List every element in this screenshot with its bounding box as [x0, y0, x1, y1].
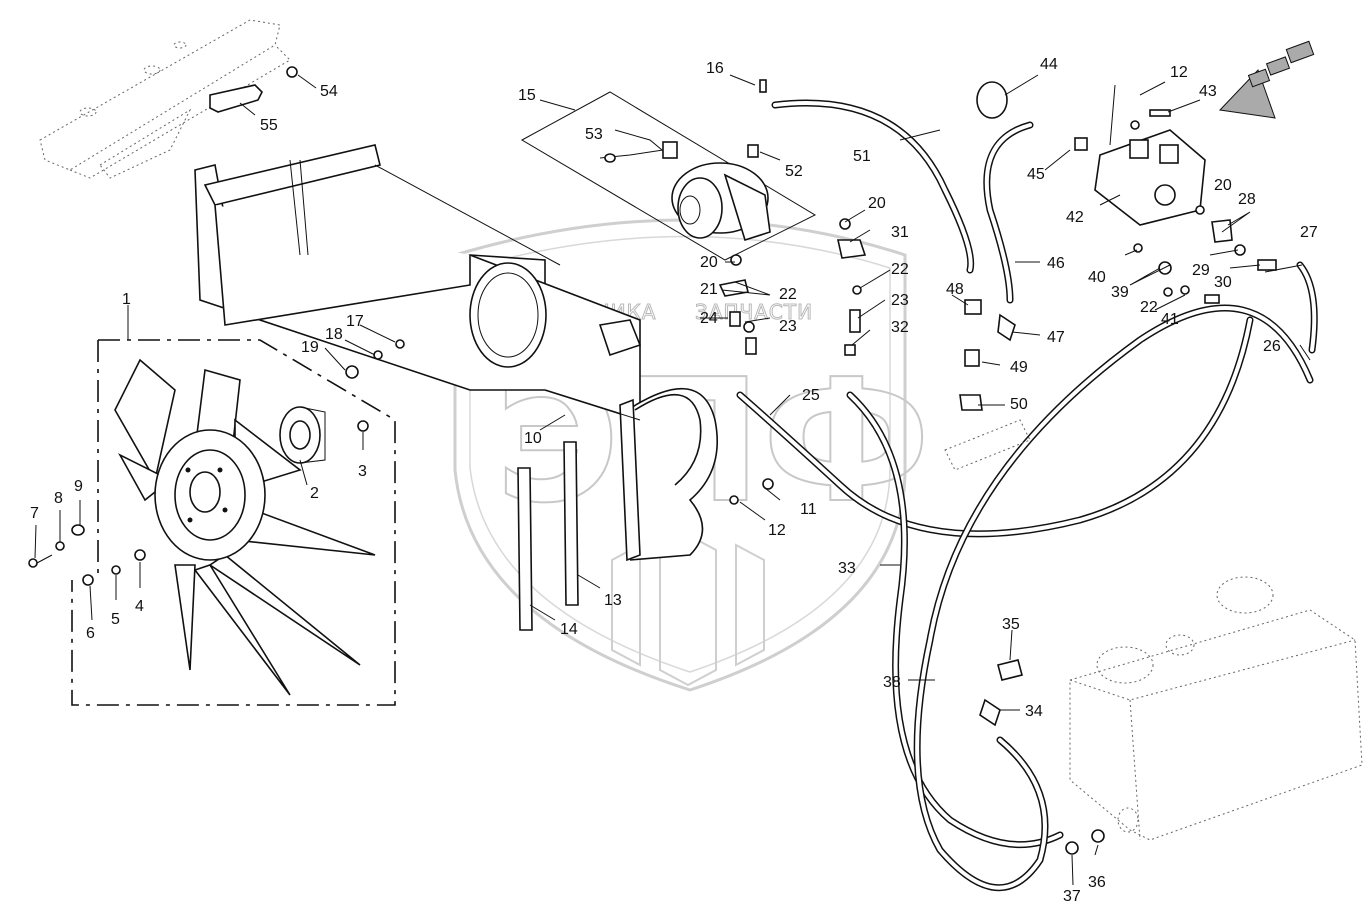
part-label-44: 44: [1040, 56, 1058, 73]
part-label-50: 50: [1010, 396, 1028, 413]
part-label-16: 16: [706, 60, 724, 77]
part-label-12b: 12: [1170, 64, 1188, 81]
part-label-19: 19: [301, 339, 319, 356]
part-label-23a: 23: [779, 318, 797, 335]
part-label-9: 9: [74, 478, 83, 495]
part-label-26: 26: [1263, 338, 1281, 355]
part-label-6: 6: [86, 625, 95, 642]
part-label-36: 36: [1088, 874, 1106, 891]
filter-caps: [1218, 40, 1315, 119]
part-label-21: 21: [700, 281, 718, 298]
fittings: [718, 79, 1277, 855]
part-label-10: 10: [524, 430, 542, 447]
chassis-rail: [39, 19, 291, 179]
leader-lines: [34, 74, 1311, 886]
part-label-15: 15: [518, 87, 536, 104]
hydraulic-pump: [1094, 84, 1206, 226]
part-label-7: 7: [30, 505, 39, 522]
part-label-13: 13: [604, 592, 622, 609]
fan-frame: [194, 144, 718, 562]
part-label-30: 30: [1214, 274, 1232, 291]
part-label-45: 45: [1027, 166, 1045, 183]
part-label-54: 54: [320, 83, 338, 100]
part-label-55: 55: [260, 117, 278, 134]
part-label-17: 17: [346, 313, 364, 330]
part-label-28: 28: [1238, 191, 1256, 208]
part-label-3: 3: [358, 463, 367, 480]
part-label-8: 8: [54, 490, 63, 507]
part-label-46: 46: [1047, 255, 1065, 272]
part-label-53: 53: [585, 126, 603, 143]
part-label-5: 5: [111, 611, 120, 628]
part-label-29: 29: [1192, 262, 1210, 279]
hardware: [28, 66, 774, 586]
part-label-51: 51: [853, 148, 871, 165]
hoses: [736, 99, 1318, 891]
part-label-12a: 12: [768, 522, 786, 539]
part-label-35: 35: [1002, 616, 1020, 633]
part-label-34: 34: [1025, 703, 1043, 720]
part-labels: 1 2 3 4 5 6 7 8 9 10 11 12 12 13 14 15 1…: [30, 56, 1318, 905]
hydraulic-tank: [1069, 576, 1363, 841]
part-label-37: 37: [1063, 888, 1081, 905]
part-label-32: 32: [891, 319, 909, 336]
part-label-38: 38: [883, 674, 901, 691]
part-label-22a: 22: [779, 286, 797, 303]
fan-assembly-box: [71, 339, 396, 706]
mounting-bars: [517, 441, 579, 631]
part-label-49: 49: [1010, 359, 1028, 376]
fan-wheel: [114, 358, 376, 696]
part-label-31: 31: [891, 224, 909, 241]
part-label-20b: 20: [700, 254, 718, 271]
o-ring: [976, 81, 1008, 119]
part-label-4: 4: [135, 598, 144, 615]
part-label-24: 24: [700, 310, 718, 327]
part-label-48: 48: [946, 281, 964, 298]
part-label-11: 11: [800, 501, 817, 518]
part-label-27: 27: [1300, 224, 1318, 241]
part-label-47: 47: [1047, 329, 1065, 346]
hydraulic-motor: [520, 91, 817, 261]
part-label-25: 25: [802, 387, 820, 404]
fan-hub: [279, 406, 326, 464]
part-label-41: 41: [1161, 311, 1179, 328]
part-label-22c: 22: [1140, 299, 1158, 316]
part-label-43: 43: [1199, 83, 1217, 100]
part-label-42: 42: [1066, 209, 1084, 226]
part-label-33: 33: [838, 560, 856, 577]
part-label-14: 14: [560, 621, 578, 638]
part-label-18: 18: [325, 326, 343, 343]
part-label-20a: 20: [868, 195, 886, 212]
part-label-22b: 22: [891, 261, 909, 278]
part-label-1: 1: [122, 291, 131, 308]
part-label-20c: 20: [1214, 177, 1232, 194]
part-label-40: 40: [1088, 269, 1106, 286]
part-label-2: 2: [310, 485, 319, 502]
part-label-52: 52: [785, 163, 803, 180]
part-label-23b: 23: [891, 292, 909, 309]
part-label-39: 39: [1111, 284, 1129, 301]
